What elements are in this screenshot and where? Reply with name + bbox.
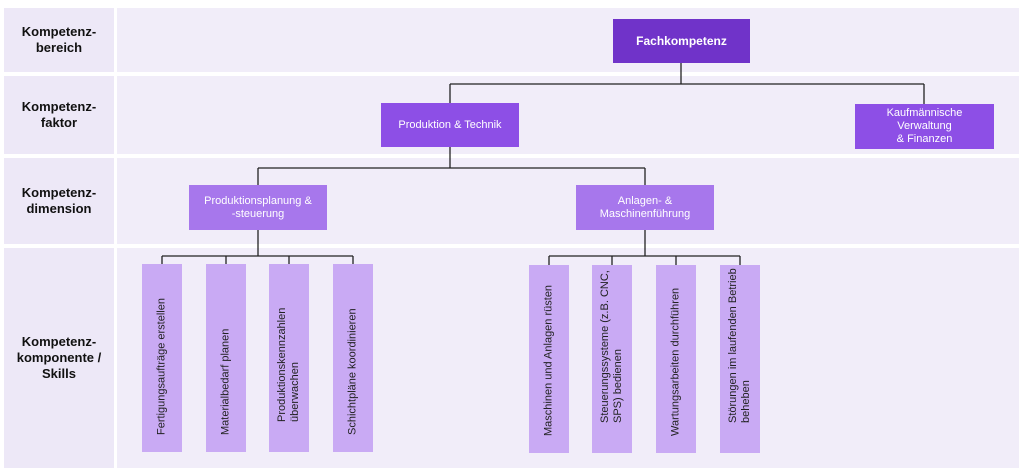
skill-produktionskennzahlen: Produktionskennzahlen überwachen [269,264,309,452]
row-label-faktor: Kompetenz- faktor [4,76,114,154]
skill-label: Steuerungssysteme (z.B. CNC, SPS) bedien… [599,270,624,423]
skill-label: Schichtpläne koordinieren [346,308,359,435]
skill-wartungsarbeiten: Wartungsarbeiten durchführen [656,265,696,453]
row-label-dimension: Kompetenz- dimension [4,158,114,244]
skill-label: Materialbedarf planen [219,328,232,435]
node-fachkompetenz: Fachkompetenz [613,19,750,63]
skill-materialbedarf: Materialbedarf planen [206,264,246,452]
row-label-komponente: Kompetenz- komponente / Skills [4,248,114,468]
skill-label: Maschinen und Anlagen rüsten [542,284,555,436]
skill-label: Produktionskennzahlen überwachen [276,307,301,422]
skill-label: Fertigungsaufträge erstellen [155,298,168,435]
skill-stoerungen-beheben: Störungen im laufenden Betrieb beheben [720,265,760,453]
row-bereich-background [117,8,1019,72]
row-label-bereich: Kompetenz- bereich [4,8,114,72]
node-produktionsplanung: Produktionsplanung & -steuerung [189,185,327,230]
node-kaufmaennische-verwaltung: Kaufmännische Verwaltung & Finanzen [855,104,994,149]
skill-fertigungsauftraege: Fertigungsaufträge erstellen [142,264,182,452]
skill-schichtplaene: Schichtpläne koordinieren [333,264,373,452]
skill-label: Wartungsarbeiten durchführen [669,287,682,436]
skill-maschinen-ruesten: Maschinen und Anlagen rüsten [529,265,569,453]
skill-label: Störungen im laufenden Betrieb beheben [727,268,752,423]
node-anlagen-maschinenfuehrung: Anlagen- & Maschinenführung [576,185,714,230]
node-produktion-technik: Produktion & Technik [381,103,519,147]
skill-steuerungssysteme: Steuerungssysteme (z.B. CNC, SPS) bedien… [592,265,632,453]
